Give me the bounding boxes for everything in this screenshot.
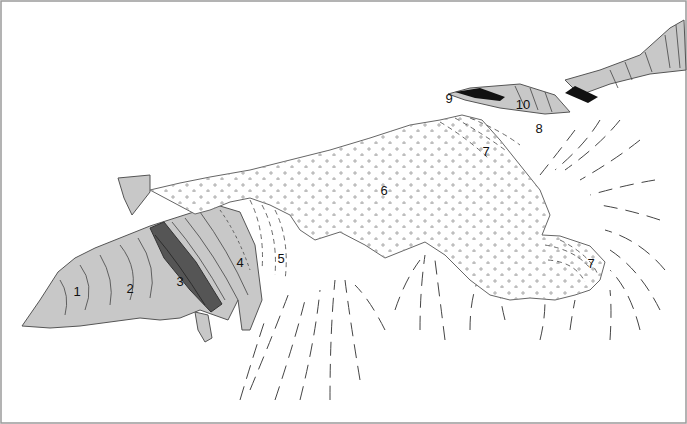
callout-number: 5 <box>277 252 284 265</box>
rock-fragment <box>118 175 150 215</box>
callout-number: 8 <box>535 122 542 135</box>
contact-zone-lines <box>250 118 598 282</box>
callout-number: 1 <box>73 285 80 298</box>
granite-pattern <box>150 115 605 300</box>
callout-number: 2 <box>126 282 133 295</box>
metamorphic-body <box>22 206 262 330</box>
callout-number: 4 <box>236 256 243 269</box>
callout-number: 7 <box>587 257 594 270</box>
callout-number: 10 <box>516 98 530 111</box>
callout-number: 9 <box>445 92 452 105</box>
foliation-lines <box>60 210 250 315</box>
callout-number: 7 <box>482 145 489 158</box>
lens-foliation <box>515 25 680 112</box>
callout-number: 3 <box>176 275 183 288</box>
rock-fragment <box>195 312 212 342</box>
callout-number: 6 <box>380 184 387 197</box>
rock-lens <box>448 84 570 114</box>
dark-band <box>150 222 222 312</box>
rock-lens <box>565 20 686 95</box>
granite-body <box>150 115 605 300</box>
black-layer <box>565 86 598 103</box>
black-layer <box>455 88 505 101</box>
